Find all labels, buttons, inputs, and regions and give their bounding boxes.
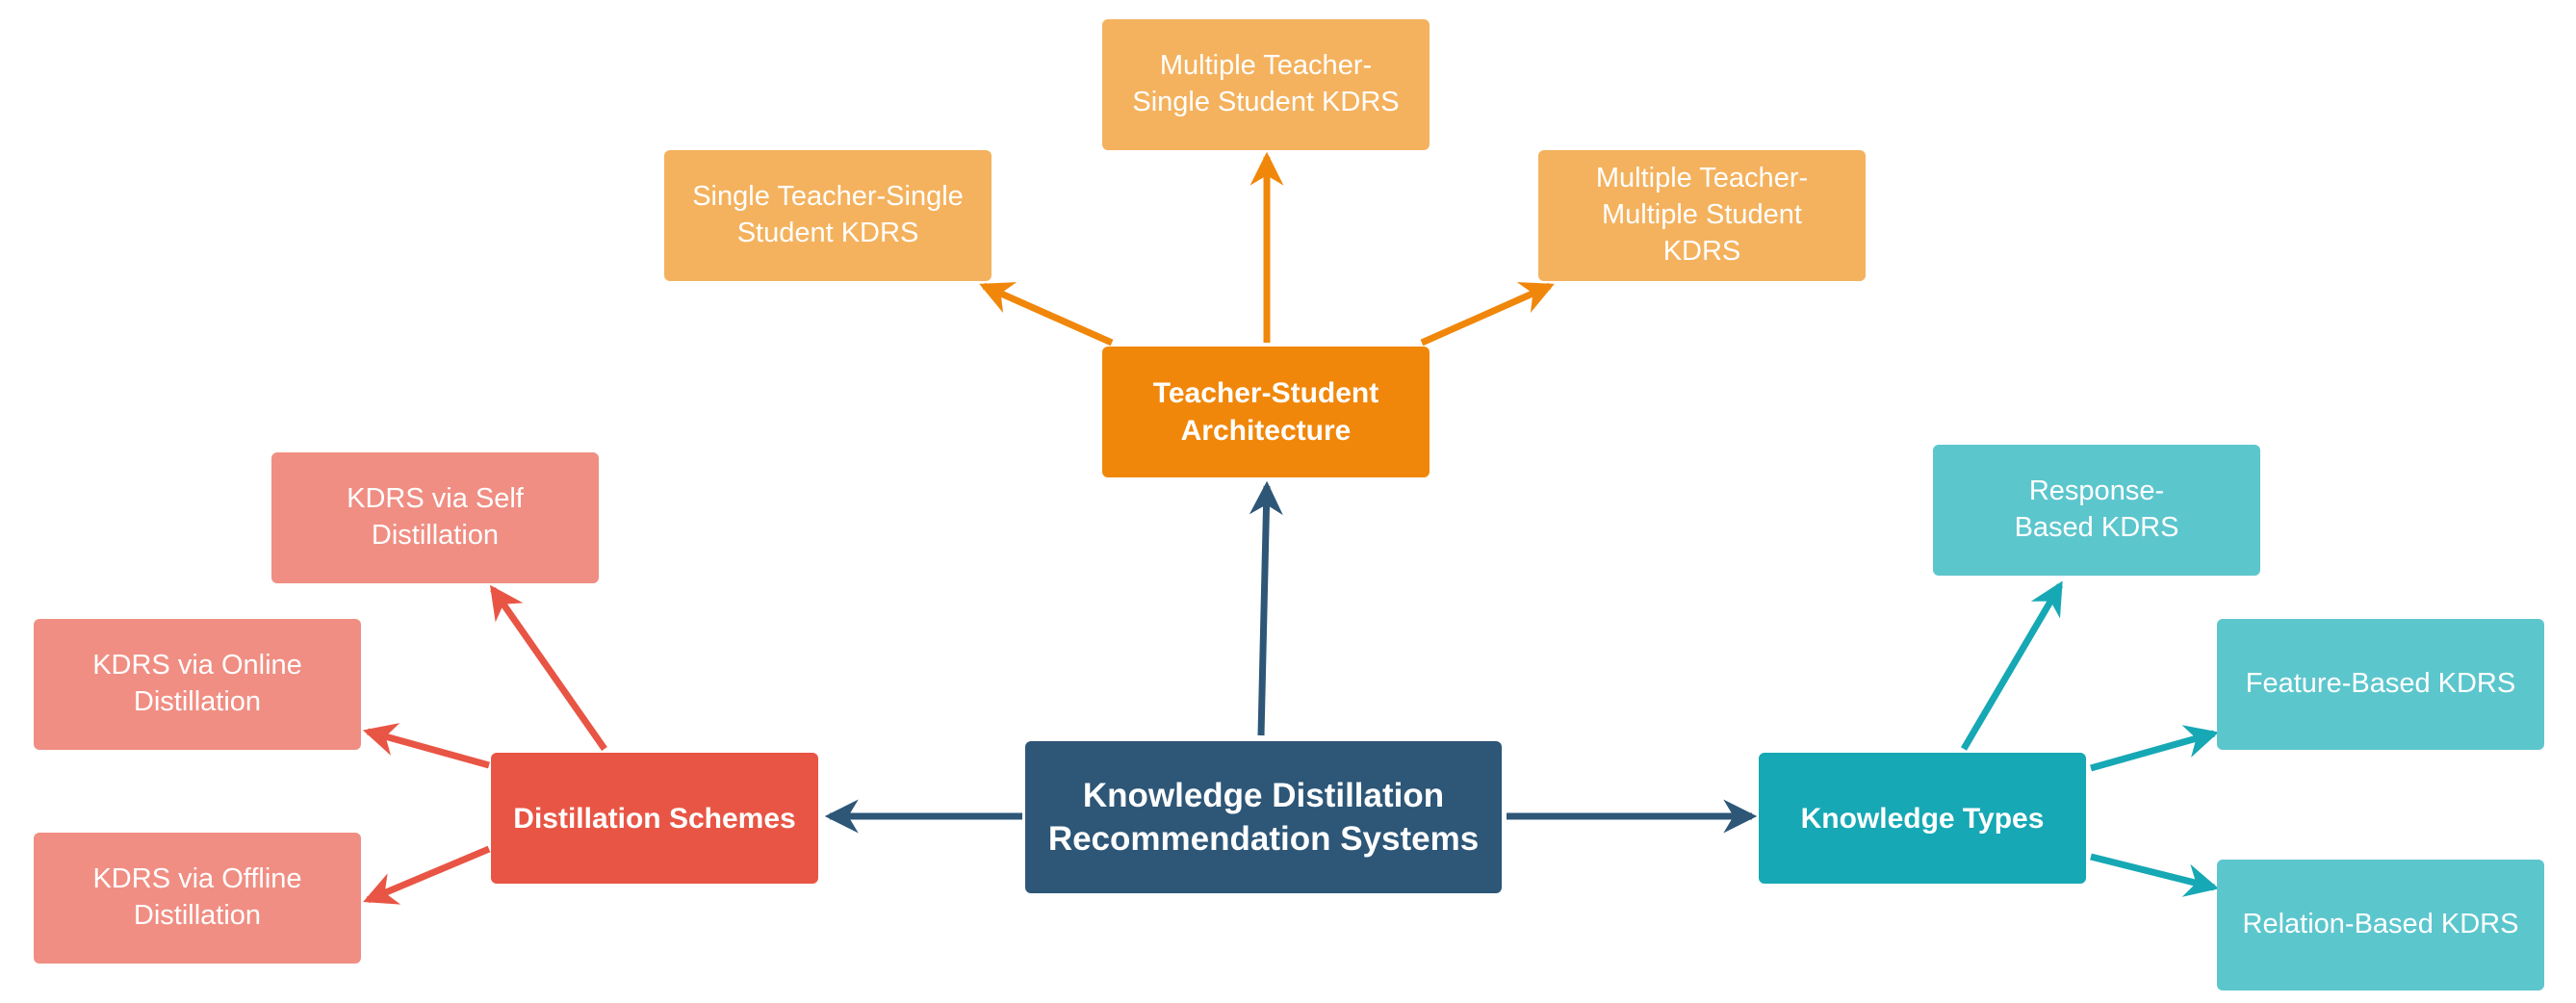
arrow-center-to-teacher-student [1249,480,1283,736]
kdrs-self-distillation-node: KDRS via Self Distillation [271,452,599,583]
arrow-ds-to-offline [363,845,491,905]
arrow-kt-to-response [1960,580,2064,751]
kdrs-offline-distillation-node: KDRS via Offline Distillation [34,833,361,964]
arrow-ts-to-multi-multi [1420,282,1555,347]
feature-based-kdrs-node: Feature-Based KDRS [2217,619,2544,750]
distillation-schemes-node: Distillation Schemes [491,753,818,884]
arrow-ts-to-single-single [979,282,1114,347]
arrow-ds-to-self [489,584,607,752]
kdrs-online-distillation-node: KDRS via Online Distillation [34,619,361,750]
arrow-ds-to-online [362,723,490,769]
response-based-kdrs-node: Response- Based KDRS [1933,445,2260,576]
arrow-kt-to-feature [2090,725,2220,772]
center-node: Knowledge Distillation Recommendation Sy… [1025,741,1502,893]
single-teacher-single-student-node: Single Teacher-Single Student KDRS [664,150,992,281]
knowledge-types-node: Knowledge Types [1759,753,2086,884]
multiple-teacher-multiple-student-node: Multiple Teacher- Multiple Student KDRS [1538,150,1866,281]
relation-based-kdrs-node: Relation-Based KDRS [2217,860,2544,990]
teacher-student-architecture-node: Teacher-Student Architecture [1102,347,1430,477]
arrow-kt-to-relation [2090,853,2220,897]
multiple-teacher-single-student-node: Multiple Teacher- Single Student KDRS [1102,19,1430,150]
